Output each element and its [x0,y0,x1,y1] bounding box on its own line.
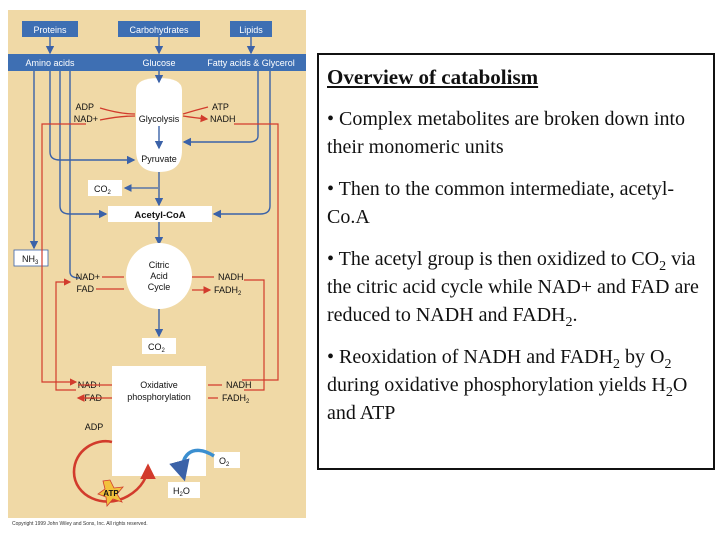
cycle-label-2: Acid [150,271,168,281]
lipids-label: Lipids [239,25,263,35]
catabolism-summary: Overview of catabolism • Complex metabol… [317,53,715,470]
cycle-label-1: Citric [149,260,170,270]
h2o-label: H2O [173,486,190,498]
atp-cycle-arrow [72,439,156,503]
glycolysis-atp: ATP [212,102,229,112]
copyright-note: Copyright 1999 John Wiley and Sons, Inc.… [12,521,148,527]
cycle-fad: FAD [76,284,94,294]
arrow-cycle-out [192,276,214,290]
arrow-amino-to-cycle [69,71,81,279]
oxphos-label-2: phosphorylation [127,392,191,402]
arrow-glycerol-to-glycolysis [182,71,259,147]
o2-label: O2 [219,456,230,468]
arrow-oxphos-out [78,384,112,398]
summary-bullet-4: • Reoxidation of NADH and FADH2 by O2 du… [327,346,688,424]
h2o-box [168,482,200,498]
arrow-o2-to-h2o [169,448,215,482]
arrow-fatty-to-acetyl [212,71,271,219]
summary-bullet-3: • The acetyl group is then oxidized to C… [327,248,699,330]
summary-bullet-2: • Then to the common intermediate, acety… [327,178,675,228]
glycolysis-label: Glycolysis [139,114,180,124]
arrow-oxphos-in [208,384,222,399]
summary-title: Overview of catabolism [327,65,539,89]
proteins-label: Proteins [33,25,67,35]
atp-label: ATP [103,489,119,498]
cycle-nadh: NADH [218,272,244,282]
catabolism-diagram: Proteins Carbohydrates Lipids Amino acid… [8,10,306,527]
arrow-glycolysis-in [99,107,136,121]
monomer-bar [8,54,306,71]
arrow-cycle-in [96,276,124,290]
lipids-box [230,21,272,37]
nh3-box [13,249,49,267]
atp-star-icon [97,479,124,507]
fatty-acids-label: Fatty acids & Glycerol [207,58,295,68]
cycle-label-3: Cycle [148,282,171,292]
summary-bullet-1: • Complex metabolites are broken down in… [327,108,686,158]
co2-label-1: CO2 [94,184,112,196]
citric-acid-cycle [126,243,192,309]
proteins-box [22,21,78,37]
nh3-label: NH3 [22,254,39,266]
arrow-glycolysis-nad-return [41,123,86,386]
arrow-cycle-nadh-to-oxphos [244,279,265,391]
oxphos-fadh2: FADH2 [222,393,250,405]
arrow-glycolysis-out [182,106,208,119]
arrow-glycolysis-nadh-to-oxphos [234,123,279,381]
oxphos-box [112,366,206,476]
glycolysis-nad: NAD+ [74,114,98,124]
carbohydrates-label: Carbohydrates [129,25,189,35]
arrow-cycle-nad-return [55,278,76,391]
glycolysis-adp: ADP [75,102,94,112]
glucose-label: Glucose [142,58,175,68]
oxphos-adp: ADP [85,422,104,432]
cycle-fadh2: FADH2 [214,285,242,297]
acetyl-coa-box [108,206,212,222]
oxphos-nadh: NADH [226,380,252,390]
glycolysis-shape [136,78,182,172]
amino-acids-label: Amino acids [25,58,75,68]
cycle-nad: NAD+ [76,272,100,282]
co2-box-1 [88,180,122,196]
carbohydrates-box [118,21,200,37]
glycolysis-nadh: NADH [210,114,236,124]
co2-label-2: CO2 [148,342,166,354]
o2-box [214,452,240,468]
co2-box-2 [142,338,176,354]
oxphos-label-1: Oxidative [140,380,178,390]
pyruvate-label: Pyruvate [141,154,177,164]
acetyl-coa-label: Acetyl-CoA [134,210,185,221]
